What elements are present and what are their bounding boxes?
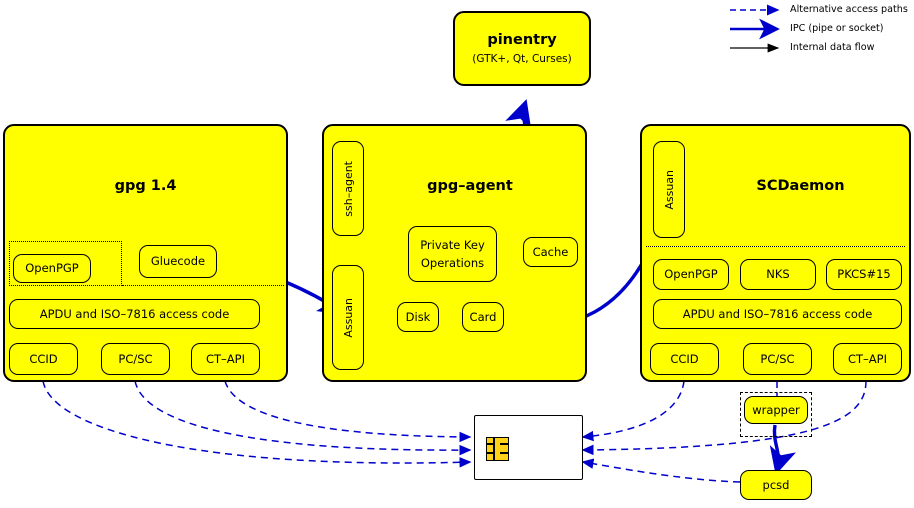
legend-label: Internal data flow: [790, 42, 875, 53]
scdaemon-reader-ctapi[interactable]: CT–API: [833, 343, 902, 375]
legend-item-ipc: IPC (pipe or socket): [790, 23, 884, 34]
wrapper-dashed-region: [740, 392, 812, 437]
pinentry-box[interactable]: pinentry (GTK+, Qt, Curses): [453, 11, 591, 86]
gpg-openpgp-region-extension: [122, 285, 284, 286]
scdaemon-assuan-box[interactable]: Assuan: [653, 141, 685, 238]
gpg-agent-assuan-box[interactable]: Assuan: [332, 265, 364, 370]
scdaemon-reader-label: CT–API: [848, 351, 887, 366]
scdaemon-app-openpgp[interactable]: OpenPGP: [653, 259, 729, 290]
pcsd-label: pcsd: [762, 477, 790, 492]
scdaemon-reader-label: CCID: [670, 351, 699, 366]
wrapper-label: wrapper: [752, 402, 800, 417]
scdaemon-reader-label: PC/SC: [760, 351, 795, 366]
scdaemon-reader-ccid[interactable]: CCID: [650, 343, 719, 375]
gpg-apdu-label: APDU and ISO–7816 access code: [39, 306, 230, 321]
gpg-reader-ccid[interactable]: CCID: [9, 343, 78, 375]
gpg-apdu-box[interactable]: APDU and ISO–7816 access code: [9, 299, 260, 329]
gpg-openpgp-box[interactable]: OpenPGP: [13, 254, 91, 283]
scdaemon-title: SCDaemon: [756, 178, 845, 194]
scdaemon-apdu-box[interactable]: APDU and ISO–7816 access code: [653, 299, 902, 329]
ssh-agent-label: ssh–agent: [341, 160, 355, 217]
gpg-reader-label: CT–API: [206, 351, 245, 366]
gpg-openpgp-label: OpenPGP: [25, 261, 79, 276]
pinentry-title: pinentry: [487, 32, 557, 48]
gpg-gluecode-box[interactable]: Gluecode: [139, 245, 217, 278]
gpg-title: gpg 1.4: [114, 178, 177, 194]
scdaemon-divider: [646, 246, 905, 247]
legend-label: Alternative access paths: [790, 4, 908, 15]
card-box[interactable]: Card: [462, 302, 504, 332]
card-label: Card: [469, 309, 497, 324]
gpg-reader-label: PC/SC: [118, 351, 153, 366]
pinentry-subtitle: (GTK+, Qt, Curses): [472, 53, 572, 65]
scdaemon-app-label: OpenPGP: [664, 267, 718, 282]
scdaemon-app-label: NKS: [766, 267, 790, 282]
gpg-gluecode-label: Gluecode: [150, 254, 206, 269]
legend-item-alternative: Alternative access paths: [790, 4, 908, 15]
scdaemon-reader-pcsc[interactable]: PC/SC: [743, 343, 812, 375]
gpg-reader-ctapi[interactable]: CT–API: [191, 343, 260, 375]
disk-box[interactable]: Disk: [397, 302, 439, 332]
legend-item-internal: Internal data flow: [790, 42, 874, 53]
scdaemon-box[interactable]: [640, 124, 911, 382]
scdaemon-app-nks[interactable]: NKS: [740, 259, 816, 290]
scdaemon-app-pkcs15[interactable]: PKCS#15: [826, 259, 902, 290]
assuan-label: Assuan: [662, 169, 676, 210]
legend-label: IPC (pipe or socket): [790, 23, 884, 34]
gpg-agent-ssh-agent-box[interactable]: ssh–agent: [332, 141, 364, 236]
private-key-operations-box[interactable]: Private Key Operations: [408, 226, 497, 282]
scdaemon-app-label: PKCS#15: [837, 267, 891, 282]
wrapper-box[interactable]: wrapper: [744, 396, 808, 424]
gpg-reader-label: CCID: [29, 351, 58, 366]
gpg-reader-pcsc[interactable]: PC/SC: [101, 343, 170, 375]
gpg-openpgp-region: [9, 241, 122, 286]
disk-label: Disk: [405, 309, 431, 324]
cache-box[interactable]: Cache: [523, 237, 578, 267]
smartcard-chip-icon: [486, 437, 509, 461]
cache-label: Cache: [532, 244, 569, 259]
pko-line1: Private Key: [420, 238, 485, 253]
scdaemon-apdu-label: APDU and ISO–7816 access code: [682, 306, 873, 321]
assuan-label: Assuan: [341, 297, 355, 338]
pko-line2: Operations: [420, 255, 485, 270]
gpg-agent-title: gpg–agent: [427, 178, 513, 194]
pcsd-box[interactable]: pcsd: [740, 470, 812, 500]
